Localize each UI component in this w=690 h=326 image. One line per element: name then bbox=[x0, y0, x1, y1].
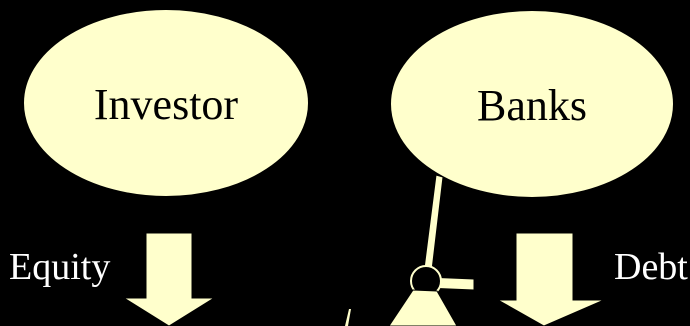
lower-diagonal-wedge bbox=[388, 289, 458, 326]
banks-node: Banks bbox=[389, 9, 675, 199]
debt-label: Debt bbox=[614, 246, 688, 288]
debt-arrow bbox=[496, 232, 605, 326]
equity-arrow bbox=[122, 232, 216, 326]
investor-node: Investor bbox=[22, 8, 310, 198]
investor-ellipse bbox=[22, 8, 310, 198]
equity-label: Equity bbox=[9, 246, 111, 288]
investor-label: Investor bbox=[94, 80, 239, 129]
banks-ellipse bbox=[389, 9, 675, 199]
banks-label: Banks bbox=[477, 81, 587, 130]
banks-connector bbox=[423, 174, 444, 271]
thin-slanted-line bbox=[345, 309, 351, 326]
